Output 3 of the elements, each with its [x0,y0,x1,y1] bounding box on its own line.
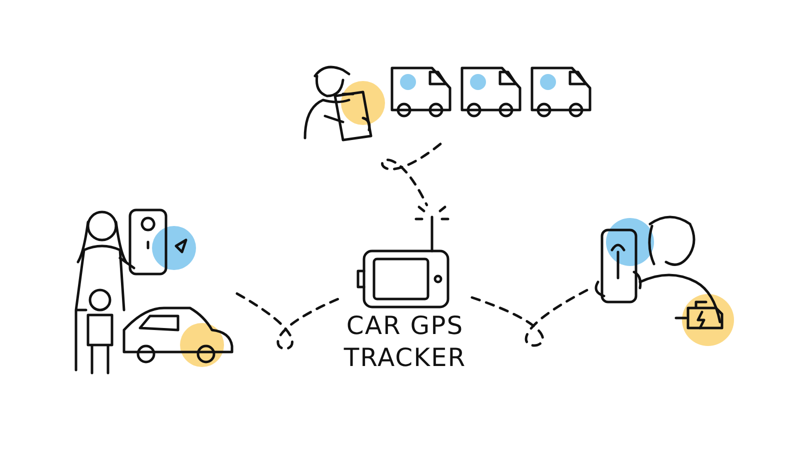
dashed-connector [236,292,340,350]
dashed-connector [381,142,442,206]
tracker-title: CAR GPS TRACKER [342,310,468,374]
